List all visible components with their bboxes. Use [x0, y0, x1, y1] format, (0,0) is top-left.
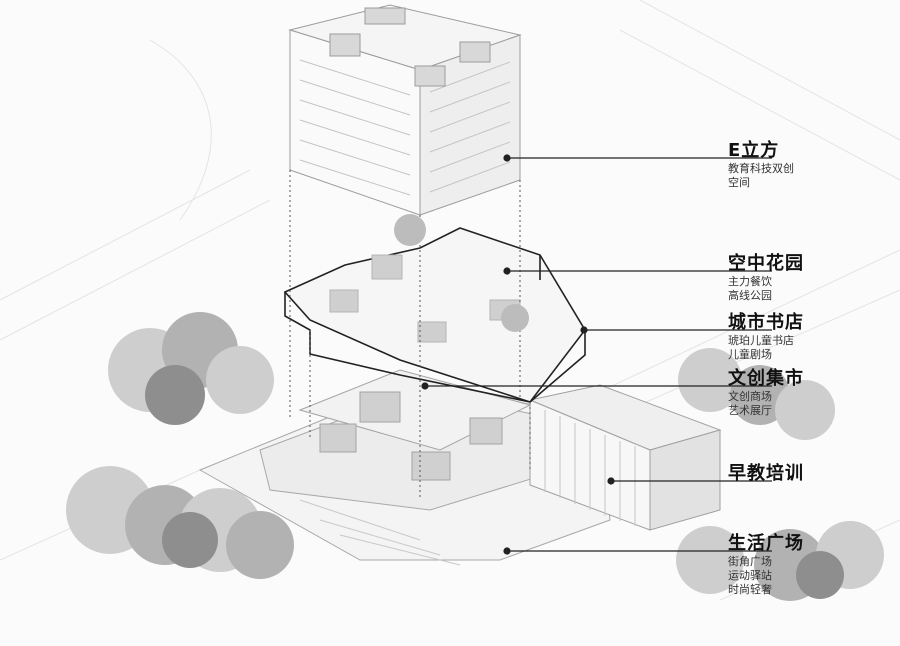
label-line: 教育科技双创 — [728, 162, 794, 175]
tree-courtyard — [394, 214, 426, 246]
leader-creative-market — [421, 382, 772, 390]
label-line: 空间 — [728, 176, 750, 189]
label-e-cube: E立方 教育科技双创 空间 — [728, 140, 794, 190]
label-line: 高线公园 — [728, 289, 772, 302]
projection-lines — [289, 170, 531, 500]
label-line: 琥珀儿童书店 — [728, 334, 794, 347]
label-early-education: 早教培训 — [728, 463, 804, 485]
tree-cluster-right — [676, 348, 884, 601]
leader-city-bookstore — [580, 326, 772, 334]
label-line: 运动驿站 — [728, 569, 772, 582]
label-sky-garden: 空中花园 主力餐饮 高线公园 — [728, 253, 804, 303]
tree-garden — [501, 304, 529, 332]
garden-bookstore-floor — [283, 227, 586, 403]
label-line: 儿童剧场 — [728, 348, 772, 361]
tree-cluster-left — [66, 312, 294, 579]
label-title: 城市书店 — [728, 312, 804, 333]
leader-lines — [421, 154, 772, 555]
label-line: 艺术展厅 — [728, 404, 772, 417]
leader-e-cube — [503, 154, 772, 162]
label-life-plaza: 生活广场 街角广场 运动驿站 时尚轻奢 — [728, 533, 804, 597]
tower — [288, 4, 522, 216]
label-line: 时尚轻奢 — [728, 583, 772, 596]
leader-life-plaza — [503, 547, 772, 555]
label-title: E立方 — [728, 140, 780, 161]
label-creative-market: 文创集市 文创商场 艺术展厅 — [728, 368, 804, 418]
education-block — [528, 384, 722, 531]
label-city-bookstore: 城市书店 琥珀儿童书店 儿童剧场 — [728, 312, 804, 362]
label-line: 文创商场 — [728, 390, 772, 403]
label-title: 文创集市 — [728, 368, 804, 389]
label-line: 主力餐饮 — [728, 275, 772, 288]
leader-sky-garden — [503, 267, 772, 275]
label-title: 早教培训 — [728, 463, 804, 484]
trees — [66, 214, 884, 601]
leader-early-education — [607, 477, 772, 485]
label-line: 街角广场 — [728, 555, 772, 568]
label-title: 生活广场 — [728, 533, 804, 554]
label-title: 空中花园 — [728, 253, 804, 274]
